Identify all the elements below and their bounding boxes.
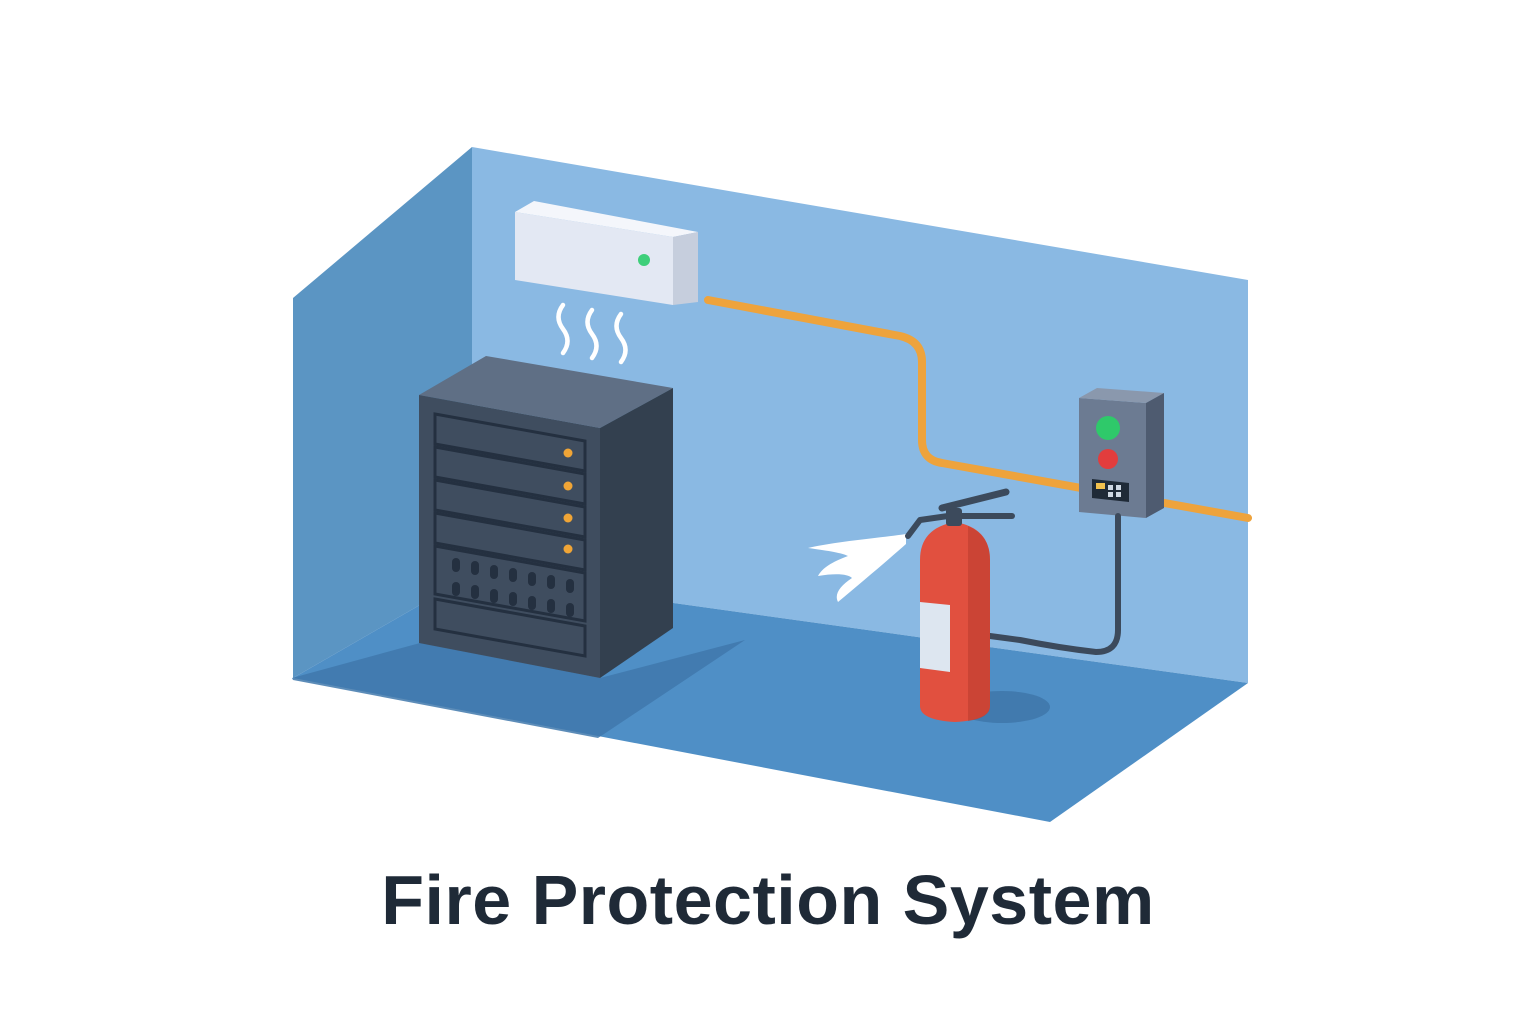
extinguisher-body-shade [968, 526, 990, 721]
rack-bays [433, 412, 587, 658]
rack-top [419, 356, 673, 428]
rack-status-leds [563, 448, 573, 554]
ac-status-led [638, 254, 650, 266]
extinguisher-nozzle [905, 513, 951, 539]
control-panel-icon [1079, 388, 1164, 518]
panel-keypad [1092, 479, 1129, 502]
panel-top [1079, 388, 1164, 403]
rack-floor-shadow [292, 640, 745, 738]
air-conditioner-icon [515, 201, 698, 305]
panel-side [1146, 393, 1164, 518]
extinguisher-label [920, 602, 950, 672]
rack-side [600, 388, 673, 678]
diagram-title: Fire Protection System [381, 861, 1155, 939]
green-button-icon [1096, 416, 1120, 440]
ac-front [515, 212, 673, 305]
signal-cable-icon [704, 296, 1252, 522]
red-button-icon [1098, 449, 1118, 469]
fire-extinguisher-icon [905, 488, 1015, 722]
heat-waves-icon [556, 302, 628, 365]
ac-side [673, 232, 698, 305]
hose [987, 513, 1121, 655]
ac-top [515, 201, 698, 237]
extinguisher-spray-icon [808, 534, 906, 602]
rack-vents [452, 558, 574, 617]
extinguisher-lever [938, 488, 1010, 512]
server-rack-icon [419, 356, 673, 678]
